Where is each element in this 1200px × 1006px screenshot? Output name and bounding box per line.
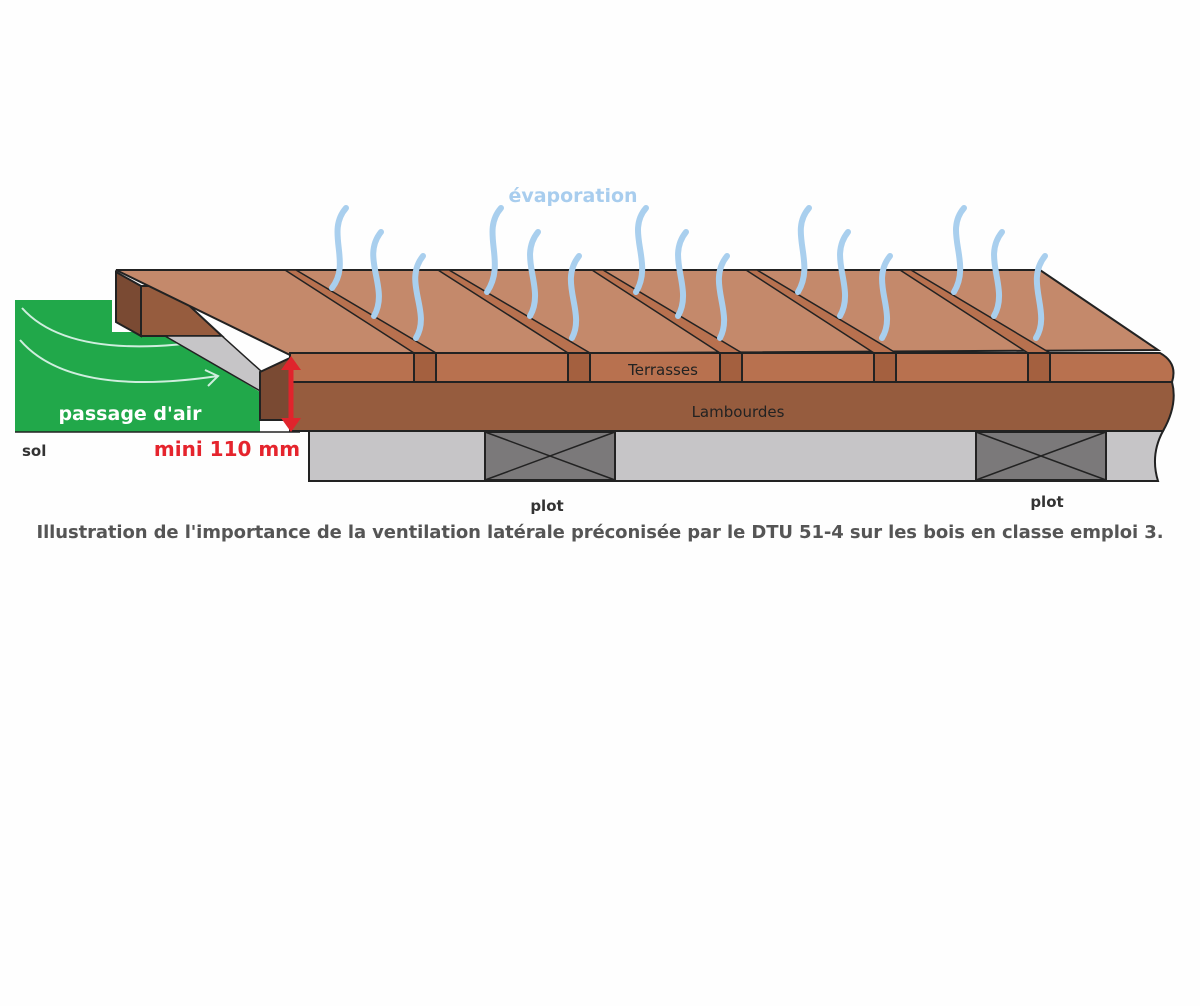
plot-right-label: plot — [1030, 493, 1063, 511]
terrace-board-fronts — [289, 352, 1175, 383]
board-gaps — [282, 269, 1053, 354]
plot-left-label: plot — [530, 497, 563, 515]
figure-caption: Illustration de l'importance de la venti… — [36, 522, 1164, 543]
evaporation-waves — [329, 205, 1048, 341]
joist-back-end — [115, 270, 142, 338]
plot-left — [484, 431, 616, 481]
plot-right — [975, 431, 1107, 481]
joist-front-side — [289, 381, 1175, 432]
sol-label: sol — [22, 442, 46, 460]
evaporation-label: évaporation — [508, 185, 637, 207]
lambourdes-label: Lambourdes — [692, 403, 785, 421]
passage-air-label: passage d'air — [58, 403, 202, 425]
air-flow-arrow-2 — [19, 339, 219, 384]
terrasses-label: Terrasses — [627, 361, 698, 379]
height-label: mini 110 mm — [154, 437, 300, 461]
grass-area — [15, 300, 260, 432]
height-arrow — [281, 356, 301, 432]
